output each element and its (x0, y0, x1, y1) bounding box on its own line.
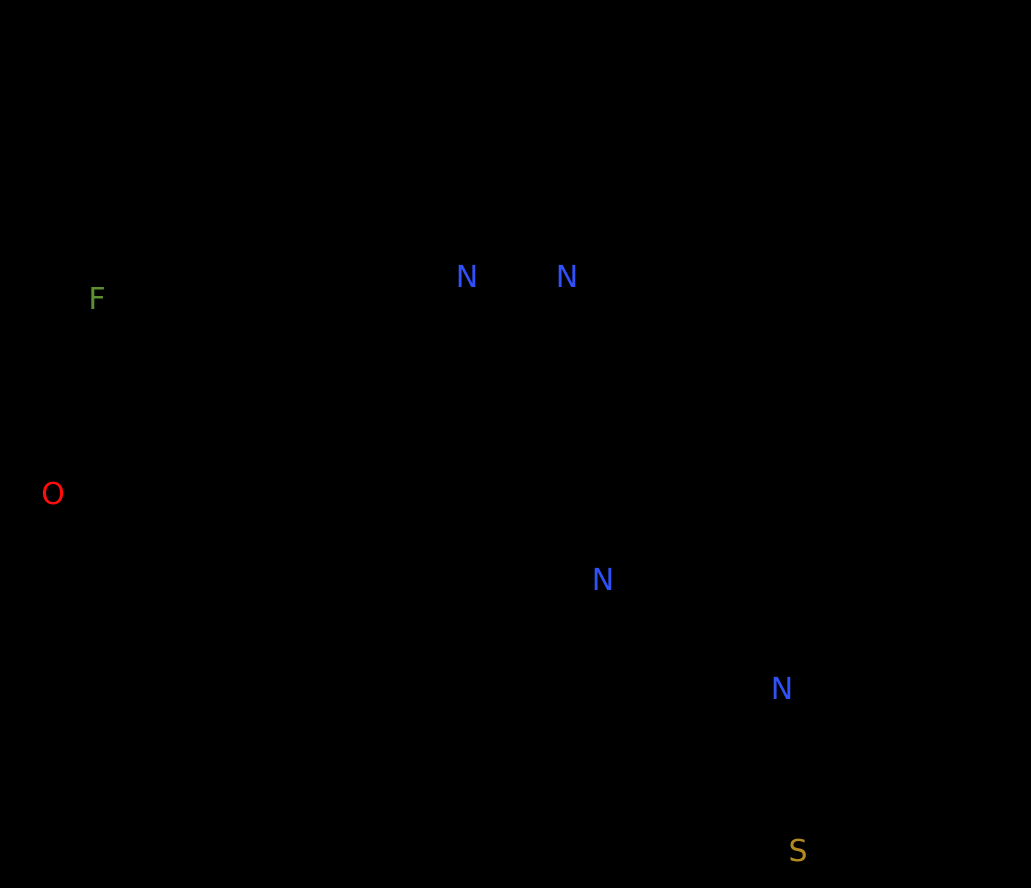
atom-label-nitrogen-3: N (591, 563, 615, 598)
atom-label-sulfur: S (788, 834, 808, 869)
atom-label-fluorine: F (88, 282, 106, 317)
atom-label-oxygen: O (41, 477, 65, 512)
atom-label-nitrogen-4: N (770, 672, 794, 707)
atom-label-nitrogen-2: N (555, 260, 579, 295)
atom-label-nitrogen-1: N (455, 260, 479, 295)
